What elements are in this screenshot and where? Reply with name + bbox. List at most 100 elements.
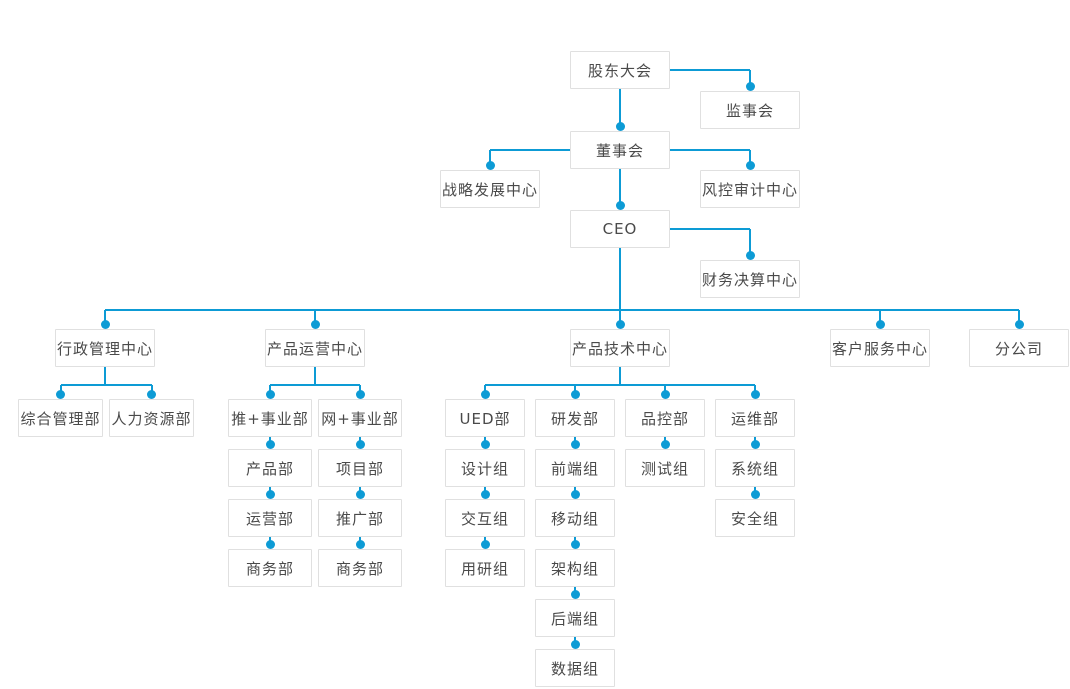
- connector-dot: [750, 489, 760, 499]
- org-node-label: 后端组: [550, 609, 599, 628]
- connector-line: [314, 367, 316, 385]
- connector-dot: [570, 489, 580, 499]
- org-node-frontend: 前端组: [535, 449, 615, 487]
- org-node-rd: 研发部: [535, 399, 615, 437]
- connector-dot: [265, 389, 275, 399]
- org-node-label: 产品技术中心: [571, 339, 668, 358]
- org-node-mobile: 移动组: [535, 499, 615, 537]
- connector-dot: [56, 389, 65, 399]
- org-node-general: 综合管理部: [18, 399, 103, 437]
- connector-dot: [355, 439, 365, 449]
- org-node-project: 项目部: [318, 449, 402, 487]
- org-node-data: 数据组: [535, 649, 615, 687]
- connector-dot: [745, 81, 755, 91]
- connector-dot: [875, 319, 885, 329]
- connector-dot: [355, 389, 365, 399]
- org-node-label: 客户服务中心: [831, 339, 928, 358]
- org-node-label: 战略发展中心: [441, 180, 538, 199]
- connector-line: [105, 309, 1019, 311]
- org-node-admin: 行政管理中心: [55, 329, 155, 367]
- org-node-label: 交互组: [460, 509, 509, 528]
- connector-line: [314, 310, 316, 325]
- org-node-label: 品控部: [640, 409, 689, 428]
- org-node-label: 研发部: [550, 409, 599, 428]
- org-node-label: 网+事业部: [321, 409, 399, 428]
- connector-dot: [147, 389, 156, 399]
- org-node-label: 项目部: [335, 459, 384, 478]
- org-node-interaction: 交互组: [445, 499, 525, 537]
- org-node-label: UED部: [459, 409, 511, 428]
- org-node-label: 产品部: [245, 459, 294, 478]
- connector-line: [485, 384, 755, 386]
- connector-line: [489, 150, 491, 166]
- org-node-tui: 推+事业部: [228, 399, 312, 437]
- org-node-label: 架构组: [550, 559, 599, 578]
- org-node-tech: 产品技术中心: [570, 329, 670, 367]
- connector-line: [749, 70, 751, 87]
- connector-line: [670, 228, 750, 230]
- connector-line: [60, 384, 152, 386]
- org-node-label: 风控审计中心: [701, 180, 798, 199]
- connector-dot: [750, 439, 760, 449]
- org-node-label: 运维部: [730, 409, 779, 428]
- connector-dot: [355, 539, 365, 549]
- org-node-label: 设计组: [460, 459, 509, 478]
- org-node-label: 测试组: [640, 459, 689, 478]
- org-node-label: 移动组: [550, 509, 599, 528]
- connector-dot: [615, 200, 625, 210]
- connector-line: [879, 310, 881, 325]
- org-node-system: 系统组: [715, 449, 795, 487]
- connector-dot: [570, 589, 580, 599]
- connector-dot: [355, 489, 365, 499]
- connector-dot: [750, 389, 760, 399]
- org-node-promotion: 推广部: [318, 499, 402, 537]
- connector-dot: [480, 439, 490, 449]
- org-node-label: 数据组: [550, 659, 599, 678]
- connector-line: [104, 367, 106, 385]
- connector-dot: [570, 639, 580, 649]
- org-node-label: 推+事业部: [231, 409, 309, 428]
- org-node-risk: 风控审计中心: [700, 170, 800, 208]
- org-node-qc: 品控部: [625, 399, 705, 437]
- org-node-label: 财务决算中心: [701, 270, 798, 289]
- org-node-label: 系统组: [730, 459, 779, 478]
- connector-dot: [480, 389, 490, 399]
- connector-line: [619, 89, 621, 127]
- connector-line: [619, 310, 621, 325]
- org-node-label: 安全组: [730, 509, 779, 528]
- org-node-om: 运维部: [715, 399, 795, 437]
- connector-line: [670, 149, 750, 151]
- org-node-label: CEO: [602, 220, 638, 238]
- org-node-shareholders: 股东大会: [570, 51, 670, 89]
- org-node-product: 产品部: [228, 449, 312, 487]
- org-node-business2: 商务部: [318, 549, 402, 587]
- org-node-label: 商务部: [335, 559, 384, 578]
- org-node-label: 分公司: [994, 339, 1043, 358]
- org-node-security: 安全组: [715, 499, 795, 537]
- org-node-hr: 人力资源部: [109, 399, 194, 437]
- connector-line: [490, 149, 570, 151]
- connector-line: [104, 310, 106, 325]
- connector-dot: [485, 160, 495, 170]
- org-node-design: 设计组: [445, 449, 525, 487]
- connector-dot: [265, 539, 275, 549]
- connector-line: [1018, 310, 1020, 325]
- org-node-label: 商务部: [245, 559, 294, 578]
- org-node-label: 前端组: [550, 459, 599, 478]
- connector-dot: [660, 439, 670, 449]
- connector-dot: [615, 121, 625, 131]
- connector-dot: [660, 389, 670, 399]
- org-node-business1: 商务部: [228, 549, 312, 587]
- connector-dot: [745, 250, 755, 260]
- org-node-supervisory: 监事会: [700, 91, 800, 129]
- org-node-ops: 产品运营中心: [265, 329, 365, 367]
- connector-dot: [265, 489, 275, 499]
- org-node-label: 监事会: [725, 101, 774, 120]
- connector-dot: [570, 439, 580, 449]
- connector-line: [619, 169, 621, 206]
- org-node-label: 行政管理中心: [56, 339, 153, 358]
- connector-line: [749, 229, 751, 256]
- org-node-branch: 分公司: [969, 329, 1069, 367]
- org-node-ceo: CEO: [570, 210, 670, 248]
